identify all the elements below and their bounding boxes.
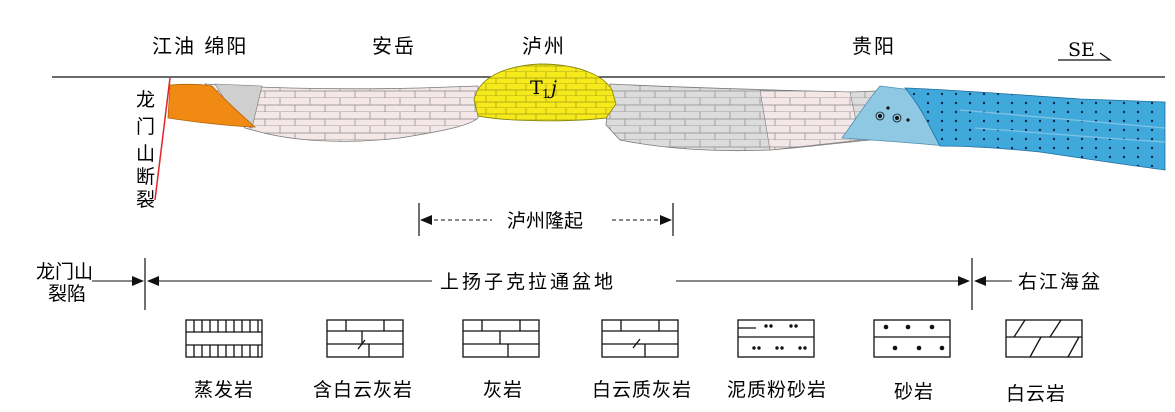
legend-symbol-dolomitic-limestone — [326, 319, 404, 358]
sandstone-dots — [875, 106, 910, 123]
fault-char-4: 断 — [136, 166, 155, 188]
legend-symbol-muddy-siltstone — [737, 319, 815, 358]
direction-label: SE — [1068, 39, 1095, 61]
legend-symbol-dolomite — [1005, 319, 1083, 358]
pink-strata — [204, 83, 479, 142]
luzhou-uplift-range: 泸州隆起 — [418, 203, 674, 236]
place-jiangyou-mianyang: 江油 绵阳 — [152, 34, 248, 58]
legend-label-dolomite: 白云岩 — [1006, 383, 1066, 405]
place-guiyang: 贵阳 — [852, 34, 896, 58]
luzhou-dome — [473, 63, 617, 122]
fault-char-1: 龙 — [136, 89, 155, 111]
pink-strata-east — [759, 89, 861, 151]
longmenshan-rift-line1: 龙门山 — [36, 261, 93, 283]
fault-char-5: 裂 — [136, 189, 155, 211]
upper-yangtze-basin: 上扬子克拉通盆地 — [440, 271, 616, 293]
legend-label-sandstone: 砂岩 — [894, 381, 934, 403]
place-anyue: 安岳 — [372, 34, 416, 58]
youjiang-basin: 右江海盆 — [1018, 271, 1102, 293]
legend-symbol-evaporite — [185, 319, 263, 358]
dome-label-j: j — [547, 77, 557, 99]
dome-label: T 1 j — [530, 77, 557, 101]
legend-label-limestone: 灰岩 — [483, 379, 523, 401]
longmenshan-rift-line2: 裂陷 — [48, 283, 86, 305]
longmenshan-fault-line — [154, 77, 171, 201]
fault-char-3: 山 — [136, 143, 155, 165]
place-luzhou: 泸州 — [522, 34, 566, 58]
dome-label-sub: 1 — [542, 87, 550, 101]
legend: 蒸发岩 含白云灰岩 灰岩 白云质灰岩 泥质粉砂岩 砂岩 白云岩 — [185, 319, 1083, 405]
orange-body — [167, 83, 257, 128]
direction-indicator: SE — [1058, 39, 1113, 61]
uplift-label: 泸州隆起 — [507, 210, 583, 232]
blue-dolomite — [904, 87, 1166, 171]
dome-label-t: T — [530, 77, 543, 99]
legend-label-evaporite: 蒸发岩 — [194, 379, 254, 401]
fault-char-2: 门 — [136, 116, 155, 138]
legend-symbol-dolomitic-limestone2 — [601, 319, 679, 358]
legend-symbol-limestone — [462, 319, 540, 358]
legend-label-dolomitic-limestone: 含白云灰岩 — [313, 379, 413, 401]
strata: T 1 j — [167, 63, 1166, 171]
legend-symbol-sandstone — [873, 319, 951, 358]
fault-label: 龙 门 山 断 裂 — [136, 89, 155, 211]
legend-label-muddy-siltstone: 泥质粉砂岩 — [727, 379, 827, 401]
regional-zones: 龙门山 裂陷 上扬子克拉通盆地 右江海盆 — [36, 258, 1102, 310]
legend-label-dolomitic-limestone2: 白云质灰岩 — [592, 379, 692, 401]
